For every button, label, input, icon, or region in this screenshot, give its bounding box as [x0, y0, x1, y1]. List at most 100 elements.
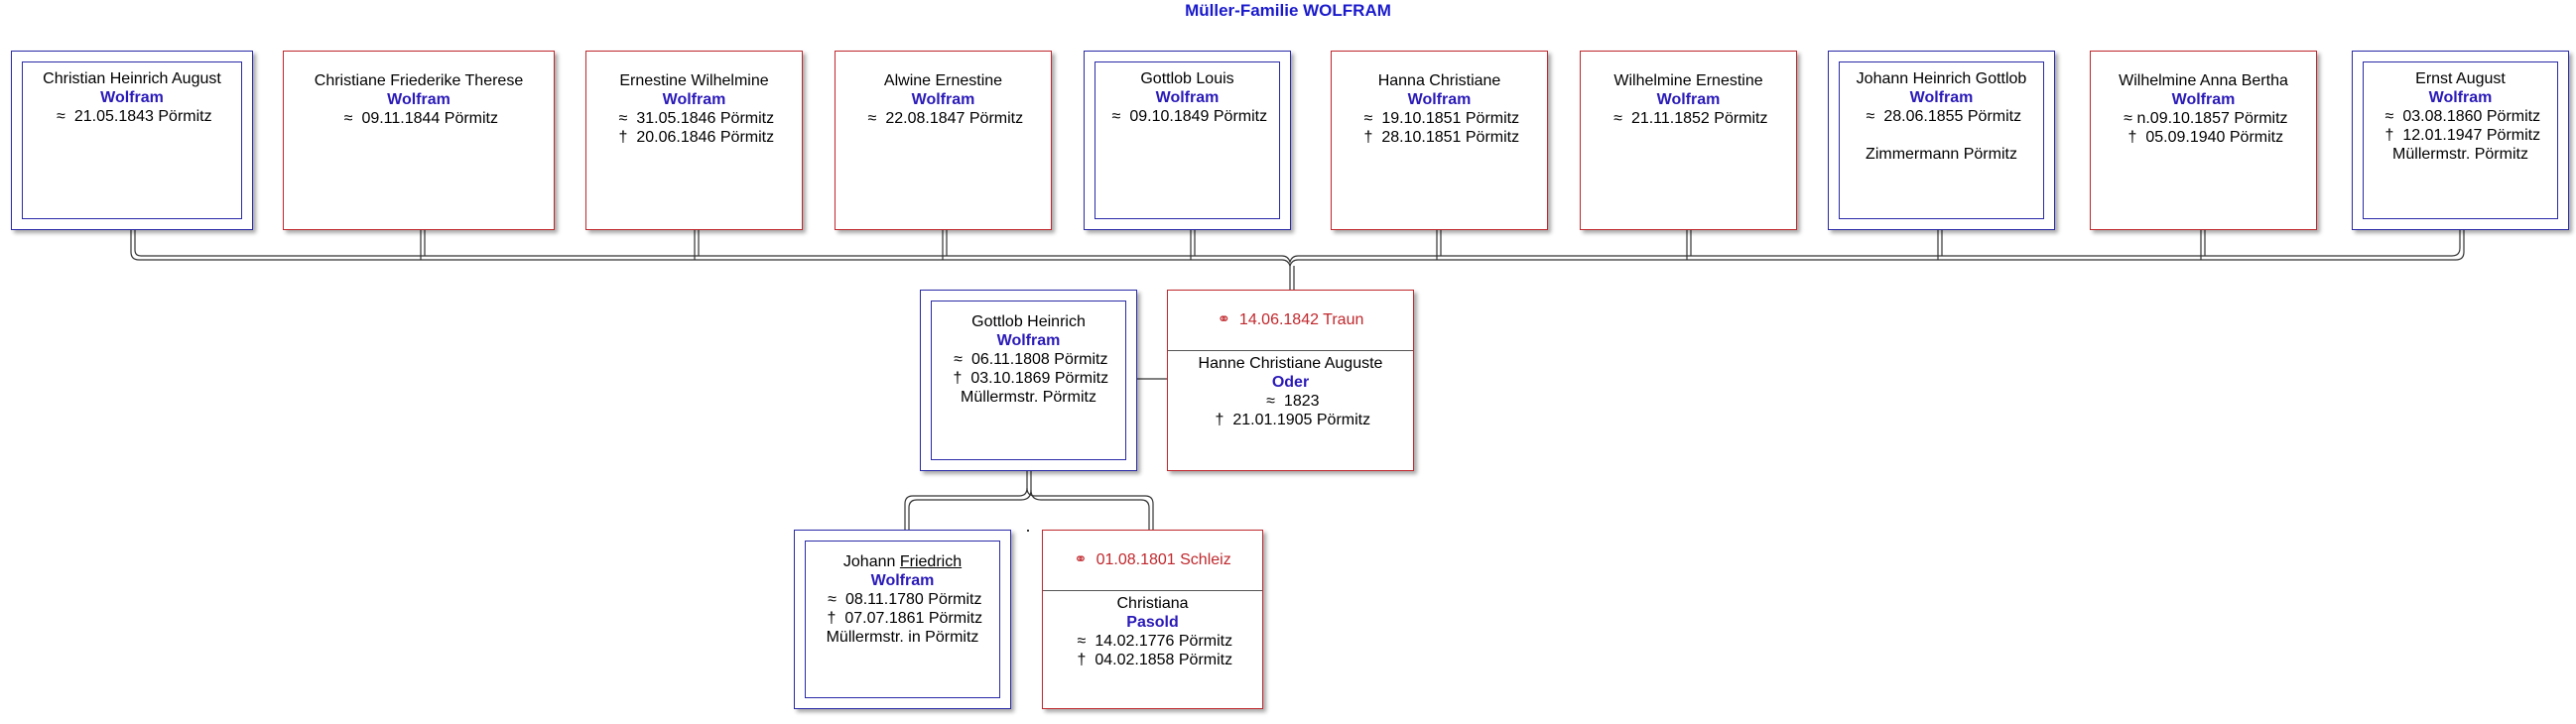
connector-dot [1027, 530, 1029, 532]
given-name: Ernst August [2415, 70, 2506, 87]
family-title: Müller-Familie WOLFRAM [1185, 1, 1391, 20]
born-icon: ≈ [954, 351, 963, 368]
occupation-line: Müllermstr. Pörmitz [961, 389, 1096, 406]
surname: Wolfram [1656, 91, 1721, 108]
marriage-rings-icon: ⚭ [1217, 311, 1231, 328]
given-name: Hanne Christiane Auguste [1198, 355, 1383, 372]
person-card-grandmother[interactable]: ⚭ 01.08.1801 Schleiz Christiana Pasold ≈… [1042, 530, 1263, 709]
card-inner-frame [805, 541, 1000, 698]
given-name: Alwine Ernestine [883, 72, 1003, 89]
birth-line: ≈ 09.10.1849 Pörmitz [1085, 107, 1290, 126]
died-icon: † [618, 129, 628, 146]
born-icon: ≈ [343, 110, 353, 127]
marriage-line: ⚭ 01.08.1801 Schleiz [1074, 551, 1231, 568]
birth-line: ≈ 14.02.1776 Pörmitz [1043, 632, 1262, 651]
death-line: † 03.10.1869 Pörmitz [921, 369, 1136, 388]
birth-line: ≈ 21.05.1843 Pörmitz [12, 107, 252, 126]
occupation-line: Zimmermann Pörmitz [1866, 146, 2017, 163]
given-name: Wilhelmine Ernestine [1613, 72, 1763, 89]
surname: Wolfram [662, 91, 726, 108]
person-card-child[interactable]: Hanna Christiane Wolfram ≈ 19.10.1851 Pö… [1331, 51, 1548, 230]
person-card-grandfather[interactable]: Johann Friedrich Wolfram ≈ 08.11.1780 Pö… [794, 530, 1011, 709]
birth-line: ≈n.09.10.1857 Pörmitz [2091, 109, 2316, 128]
given-name: Christiana [1116, 595, 1189, 612]
person-card-child[interactable]: Gottlob Louis Wolfram ≈ 09.10.1849 Pörmi… [1084, 51, 1291, 230]
born-icon: ≈ [1111, 108, 1121, 125]
died-icon: † [2127, 129, 2137, 146]
born-icon: ≈ [1363, 110, 1373, 127]
card-inner-frame [1839, 61, 2044, 219]
card-divider [1043, 590, 1262, 591]
birth-line: ≈ 09.11.1844 Pörmitz [284, 109, 554, 128]
given-name: Ernestine Wilhelmine [619, 72, 769, 89]
birth-line: ≈ 1823 [1168, 392, 1413, 411]
person-card-child[interactable]: Ernst August Wolfram ≈ 03.08.1860 Pörmit… [2352, 51, 2569, 230]
marriage-line: ⚭ 14.06.1842 Traun [1217, 311, 1364, 328]
person-card-child[interactable]: Christiane Friederike Therese Wolfram ≈ … [283, 51, 555, 230]
call-name: Friedrich [899, 553, 963, 570]
birth-line: ≈ 06.11.1808 Pörmitz [921, 350, 1136, 369]
born-icon: ≈ [2124, 110, 2132, 127]
death-line: † 07.07.1861 Pörmitz [795, 609, 1010, 628]
given-name: Gottlob Louis [1140, 70, 1234, 87]
born-icon: ≈ [57, 108, 65, 125]
surname: Wolfram [870, 572, 935, 589]
surname: Wolfram [911, 91, 975, 108]
surname: Wolfram [2171, 91, 2236, 108]
person-card-mother[interactable]: ⚭ 14.06.1842 Traun Hanne Christiane Augu… [1167, 290, 1414, 471]
surname: Oder [1271, 374, 1310, 391]
surname: Wolfram [387, 91, 451, 108]
given-name: Christian Heinrich August [43, 70, 221, 87]
person-card-child[interactable]: Christian Heinrich August Wolfram ≈ 21.0… [11, 51, 253, 230]
card-inner-frame [1095, 61, 1280, 219]
birth-line: ≈ 03.08.1860 Pörmitz [2353, 107, 2568, 126]
born-icon: ≈ [1613, 110, 1622, 127]
person-card-child[interactable]: Wilhelmine Anna Bertha Wolfram ≈n.09.10.… [2090, 51, 2317, 230]
born-icon: ≈ [2384, 108, 2394, 125]
death-line: † 21.01.1905 Pörmitz [1168, 411, 1413, 429]
surname: Wolfram [1909, 89, 1974, 106]
given-name: Wilhelmine Anna Bertha [2119, 72, 2288, 89]
occupation-line: Müllermstr. in Pörmitz [826, 629, 979, 646]
card-inner-frame [931, 301, 1126, 460]
death-line: † 04.02.1858 Pörmitz [1043, 651, 1262, 669]
surname: Wolfram [996, 332, 1061, 349]
born-icon: ≈ [828, 591, 837, 608]
given-name: Hanna Christiane [1377, 72, 1501, 89]
card-inner-frame [22, 61, 242, 219]
person-card-father[interactable]: Gottlob Heinrich Wolfram ≈ 06.11.1808 Pö… [920, 290, 1137, 471]
given-name: Johann Friedrich [842, 553, 963, 570]
given-name: Christiane Friederike Therese [314, 72, 524, 89]
birth-line: ≈ 19.10.1851 Pörmitz [1332, 109, 1547, 128]
born-icon: ≈ [618, 110, 628, 127]
death-line: † 28.10.1851 Pörmitz [1332, 128, 1547, 147]
born-icon: ≈ [1266, 393, 1275, 410]
death-line: † 20.06.1846 Pörmitz [586, 128, 802, 147]
person-card-child[interactable]: Wilhelmine Ernestine Wolfram ≈ 21.11.185… [1580, 51, 1797, 230]
surname: Wolfram [1407, 91, 1472, 108]
born-icon: ≈ [1077, 633, 1087, 650]
occupation-line: Müllermstr. Pörmitz [2392, 146, 2528, 163]
died-icon: † [1215, 412, 1224, 428]
card-divider [1168, 350, 1413, 351]
born-icon: ≈ [867, 110, 877, 127]
died-icon: † [1363, 129, 1373, 146]
died-icon: † [953, 370, 963, 387]
died-icon: † [1077, 652, 1087, 668]
death-line: † 05.09.1940 Pörmitz [2091, 128, 2316, 147]
birth-line: ≈ 28.06.1855 Pörmitz [1829, 107, 2054, 126]
person-card-child[interactable]: Johann Heinrich Gottlob Wolfram ≈ 28.06.… [1828, 51, 2055, 230]
death-line: † 12.01.1947 Pörmitz [2353, 126, 2568, 145]
given-name: Johann Heinrich Gottlob [1856, 70, 2027, 87]
birth-line: ≈ 21.11.1852 Pörmitz [1581, 109, 1796, 128]
birth-line: ≈ 22.08.1847 Pörmitz [836, 109, 1051, 128]
surname: Pasold [1126, 614, 1179, 631]
person-card-child[interactable]: Alwine Ernestine Wolfram ≈ 22.08.1847 Pö… [835, 51, 1052, 230]
surname: Wolfram [1155, 89, 1220, 106]
card-inner-frame [2363, 61, 2558, 219]
surname: Wolfram [100, 89, 164, 106]
person-card-child[interactable]: Ernestine Wilhelmine Wolfram ≈ 31.05.184… [585, 51, 803, 230]
marriage-rings-icon: ⚭ [1074, 551, 1088, 568]
died-icon: † [827, 610, 837, 627]
